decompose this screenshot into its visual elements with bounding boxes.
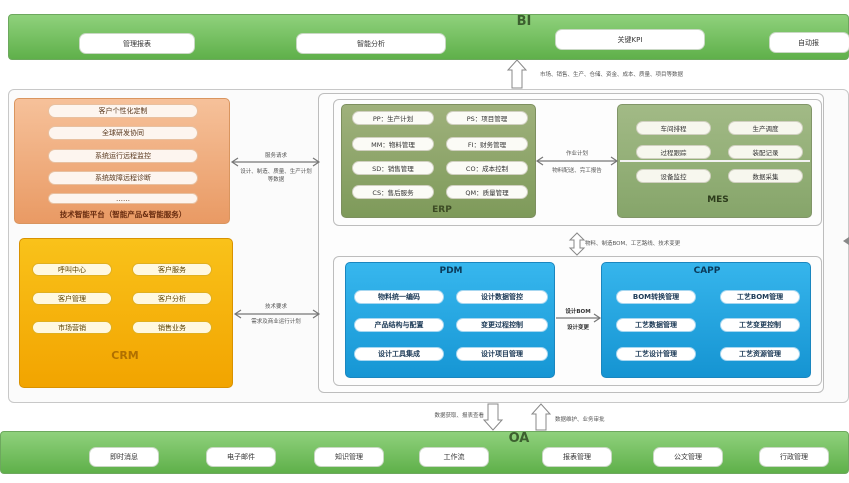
capp-item-process-change[interactable]: 工艺变更控制 <box>720 318 800 332</box>
tech-platform-title: 技术智能平台（智能产品&智能服务） <box>59 210 187 219</box>
erp-item-cs[interactable]: CS：售后服务 <box>352 185 434 199</box>
bi-item-analysis[interactable]: 智能分析 <box>296 33 446 54</box>
crm-item-sales[interactable]: 销售业务 <box>132 321 212 334</box>
pdm-item-design-data[interactable]: 设计数据管控 <box>456 290 548 304</box>
crm-item-call-center[interactable]: 呼叫中心 <box>32 263 112 276</box>
pdm-item-change-control[interactable]: 变更过程控制 <box>456 318 548 332</box>
note-pdm-capp-bottom: 设计变更 <box>566 325 589 331</box>
oa-item-admin[interactable]: 行政管理 <box>759 447 829 467</box>
tech-erp-head-right <box>312 157 321 167</box>
erp-item-fi[interactable]: FI：财务管理 <box>446 137 528 151</box>
right-edge-marker <box>843 237 849 245</box>
erp-item-qm[interactable]: QM：质量管理 <box>446 185 528 199</box>
pdm-title: PDM <box>439 266 463 276</box>
note-pdm-capp-top: 设计BOM <box>565 309 591 315</box>
erp-item-mm[interactable]: MM：物料管理 <box>352 137 434 151</box>
mes-item-data-collection[interactable]: 数据采集 <box>728 169 803 183</box>
crm-item-customer-management[interactable]: 客户管理 <box>32 292 112 305</box>
note-erp-pdm: 物料、制造BOM、工艺路线、技术变更 <box>585 241 681 247</box>
erp-item-pp[interactable]: PP：生产计划 <box>352 111 434 125</box>
oa-item-im[interactable]: 即时消息 <box>89 447 159 467</box>
note-oa-left: 数据获取、报表查看 <box>434 413 484 419</box>
mes-item-dispatch[interactable]: 生产调度 <box>728 121 803 135</box>
oa-down-arrow <box>482 403 504 431</box>
tech-item-3[interactable]: 系统运行远程监控 <box>48 149 198 163</box>
pdm-item-tool-integration[interactable]: 设计工具集成 <box>354 347 444 361</box>
capp-panel: CAPP BOM转换管理 工艺BOM管理 工艺数据管理 工艺变更控制 工艺设计管… <box>601 262 811 378</box>
oa-band: OA 即时消息 电子邮件 知识管理 工作流 报表管理 公文管理 行政管理 <box>0 431 849 474</box>
pdm-capp-head <box>593 313 602 323</box>
note-oa-right: 数据维护、业务审批 <box>555 417 605 423</box>
oa-item-knowledge[interactable]: 知识管理 <box>314 447 384 467</box>
note-tech-erp-top: 服务请求 <box>264 153 287 159</box>
mes-item-assembly[interactable]: 装配记录 <box>728 145 803 159</box>
mes-item-tracking[interactable]: 过程跟踪 <box>636 145 711 159</box>
mes-item-equipment[interactable]: 设备监控 <box>636 169 711 183</box>
note-crm-erp-top: 技术要求 <box>264 304 287 310</box>
oa-up-arrow <box>530 403 552 431</box>
bi-item-auto[interactable]: 自动报 <box>769 32 849 53</box>
crm-erp-head-right <box>312 309 321 319</box>
pdm-item-project[interactable]: 设计项目管理 <box>456 347 548 361</box>
erp-item-co[interactable]: CO：成本控制 <box>446 161 528 175</box>
erp-item-sd[interactable]: SD：销售管理 <box>352 161 434 175</box>
oa-item-documents[interactable]: 公文管理 <box>653 447 723 467</box>
erp-title: ERP <box>432 205 452 215</box>
note-erp-mes-bottom: 物料配送、完工报告 <box>552 168 602 174</box>
tech-platform-panel: 客户个性化定制 全球研发协同 系统运行远程监控 系统故障远程诊断 …… 技术智能… <box>14 98 230 224</box>
crm-item-customer-service[interactable]: 客户服务 <box>132 263 212 276</box>
bi-item-kpi[interactable]: 关键KPI <box>555 29 705 50</box>
note-crm-erp-bottom: 需求及商业运行计划 <box>251 319 301 325</box>
crm-item-marketing[interactable]: 市场营销 <box>32 321 112 334</box>
tech-item-2[interactable]: 全球研发协同 <box>48 126 198 140</box>
mes-item-scheduling[interactable]: 车间排程 <box>636 121 711 135</box>
note-tech-erp-bottom: 设计、制造、质量、生产计划等数据 <box>240 169 312 183</box>
mes-title: MES <box>707 195 729 205</box>
oa-item-workflow[interactable]: 工作流 <box>419 447 489 467</box>
crm-panel: 呼叫中心 客户服务 客户管理 客户分析 市场营销 销售业务 CRM <box>19 238 233 388</box>
capp-item-process-design[interactable]: 工艺设计管理 <box>616 347 696 361</box>
pdm-panel: PDM 物料统一编码 设计数据管控 产品结构与配置 变更过程控制 设计工具集成 … <box>345 262 555 378</box>
erp-panel: PP：生产计划 PS：项目管理 MM：物料管理 FI：财务管理 SD：销售管理 … <box>341 104 536 218</box>
bi-band: BI 管理报表 智能分析 关键KPI 自动报 <box>8 14 849 60</box>
pdm-item-product-structure[interactable]: 产品结构与配置 <box>354 318 444 332</box>
bi-title: BI <box>516 14 532 29</box>
bi-item-reports[interactable]: 管理报表 <box>79 33 195 54</box>
tech-item-5[interactable]: …… <box>48 193 198 204</box>
capp-item-bom-conversion[interactable]: BOM转换管理 <box>616 290 696 304</box>
oa-title: OA <box>508 431 530 446</box>
tech-item-1[interactable]: 客户个性化定制 <box>48 104 198 118</box>
bi-up-arrow <box>506 59 528 89</box>
tech-erp-head-left <box>230 157 239 167</box>
oa-item-reports[interactable]: 报表管理 <box>542 447 612 467</box>
note-erp-mes-top: 作业计划 <box>565 151 588 157</box>
capp-item-process-data[interactable]: 工艺数据管理 <box>616 318 696 332</box>
erp-mes-head-right <box>610 156 619 166</box>
capp-item-process-resources[interactable]: 工艺资源管理 <box>720 347 800 361</box>
pdm-item-coding[interactable]: 物料统一编码 <box>354 290 444 304</box>
erp-item-ps[interactable]: PS：项目管理 <box>446 111 528 125</box>
capp-item-process-bom[interactable]: 工艺BOM管理 <box>720 290 800 304</box>
erp-mes-head-left <box>535 156 544 166</box>
crm-title: CRM <box>111 349 139 362</box>
oa-item-email[interactable]: 电子邮件 <box>206 447 276 467</box>
crm-erp-head-left <box>233 309 242 319</box>
tech-item-4[interactable]: 系统故障远程诊断 <box>48 171 198 185</box>
bi-data-note: 市场、销售、生产、仓储、资金、成本、质量、项目等数据 <box>540 72 684 78</box>
capp-title: CAPP <box>693 266 721 276</box>
crm-item-customer-analysis[interactable]: 客户分析 <box>132 292 212 305</box>
erp-pdm-arrow <box>568 232 586 256</box>
